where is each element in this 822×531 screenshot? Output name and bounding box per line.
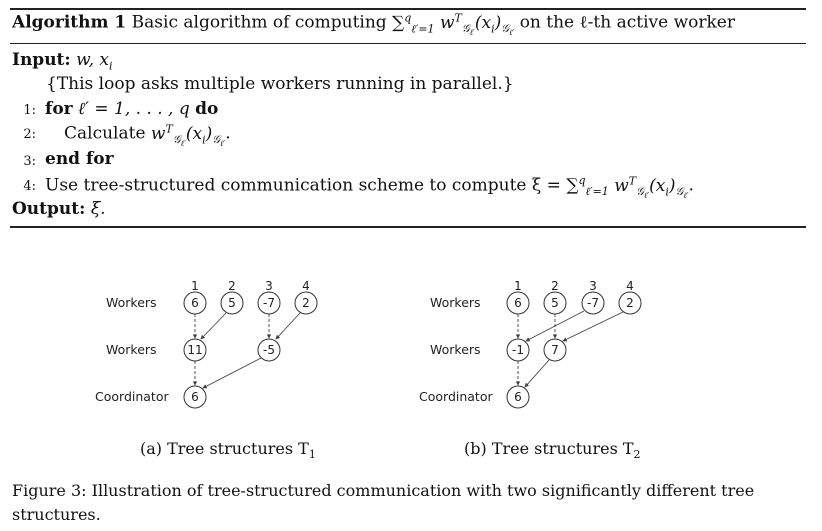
value-b-w4: 2 bbox=[626, 296, 634, 310]
row-label-workers-a1: Workers bbox=[106, 295, 157, 310]
loop-comment: {This loop asks multiple workers running… bbox=[46, 74, 514, 94]
worker-id-a4: 4 bbox=[302, 279, 310, 293]
worker-id-a3: 3 bbox=[265, 279, 273, 293]
node-a-m2 bbox=[257, 338, 281, 362]
row-label-workers-b1: Workers bbox=[430, 295, 481, 310]
edge-a-w4-m2 bbox=[275, 312, 301, 340]
row-label-workers-a2: Workers bbox=[106, 342, 157, 357]
worker-id-b1: 1 bbox=[514, 279, 522, 293]
value-a-m2: -5 bbox=[263, 343, 275, 357]
worker-id-a2: 2 bbox=[228, 279, 236, 293]
line-2: Calculate wT𝒢ℓ′(xi)𝒢ℓ′. bbox=[64, 122, 231, 149]
node-b-m2 bbox=[543, 338, 567, 362]
node-b-coord bbox=[506, 385, 530, 409]
input-line: Input: w, xi bbox=[12, 50, 113, 73]
value-a-w3: -7 bbox=[263, 296, 275, 310]
algorithm-title-suffix: on the ℓ-th active worker bbox=[519, 12, 735, 33]
panel-b: Workers Workers Coordinator 1 2 3 4 6 5 … bbox=[419, 279, 642, 409]
worker-id-a1: 1 bbox=[191, 279, 199, 293]
value-b-m2: 7 bbox=[551, 343, 559, 357]
node-a-coord bbox=[183, 385, 207, 409]
line-number-2: 2: bbox=[23, 127, 36, 142]
value-a-w2: 5 bbox=[228, 296, 236, 310]
line-4: Use tree-structured communication scheme… bbox=[45, 174, 694, 201]
value-a-coord: 6 bbox=[191, 390, 199, 404]
row-label-workers-b2: Workers bbox=[430, 342, 481, 357]
value-a-w4: 2 bbox=[302, 296, 310, 310]
row-label-coordinator-a: Coordinator bbox=[95, 389, 169, 404]
worker-id-b2: 2 bbox=[551, 279, 559, 293]
value-b-m1: -1 bbox=[512, 343, 524, 357]
subcaption-b: (b) Tree structures T2 bbox=[464, 439, 641, 462]
line-number-4: 4: bbox=[23, 179, 36, 194]
worker-id-b4: 4 bbox=[626, 279, 634, 293]
algorithm-title-prefix: Basic algorithm of computing bbox=[131, 12, 393, 33]
algorithm-caption: Algorithm 1 Basic algorithm of computing… bbox=[12, 11, 735, 37]
line-number-3: 3: bbox=[23, 154, 36, 169]
line-3: end for bbox=[45, 149, 114, 169]
value-a-m1: 11 bbox=[187, 343, 202, 357]
tree-figure: Workers Workers Coordinator 1 2 3 4 6 5 … bbox=[95, 279, 642, 409]
value-b-coord: 6 bbox=[514, 390, 522, 404]
output-line: Output: ξ. bbox=[12, 199, 106, 219]
edge-a-w2-m1 bbox=[200, 312, 227, 340]
value-a-w1: 6 bbox=[191, 296, 199, 310]
figure-caption: Figure 3: Illustration of tree-structure… bbox=[12, 481, 755, 524]
top-rule bbox=[10, 8, 806, 10]
algorithm-label: Algorithm 1 bbox=[12, 12, 127, 33]
panel-a: Workers Workers Coordinator 1 2 3 4 6 5 … bbox=[95, 279, 318, 409]
worker-id-b3: 3 bbox=[589, 279, 597, 293]
term-x: (xi)𝒢ℓ′ bbox=[474, 12, 515, 38]
node-b-w3 bbox=[581, 291, 605, 315]
edge-b-w4-m2 bbox=[562, 311, 624, 342]
value-b-w1: 6 bbox=[514, 296, 522, 310]
caption-rule bbox=[10, 43, 806, 44]
node-a-w4 bbox=[294, 291, 318, 315]
edge-b-m2-coord bbox=[524, 359, 550, 388]
node-a-w2 bbox=[220, 291, 244, 315]
value-b-w2: 5 bbox=[551, 296, 559, 310]
sum-symbol: ∑qℓ′=1 bbox=[392, 11, 435, 36]
row-label-coordinator-b: Coordinator bbox=[419, 389, 493, 404]
value-b-w3: -7 bbox=[587, 296, 599, 310]
edge-a-m2-coord bbox=[202, 357, 262, 389]
line-number-1: 1: bbox=[23, 103, 36, 118]
line-1: for ℓ′ = 1, . . . , q do bbox=[45, 99, 219, 119]
subcaption-a: (a) Tree structures T1 bbox=[140, 439, 316, 462]
term-w: wT𝒢ℓ′ bbox=[439, 11, 475, 38]
node-b-w4 bbox=[618, 291, 642, 315]
bottom-rule bbox=[10, 226, 806, 228]
